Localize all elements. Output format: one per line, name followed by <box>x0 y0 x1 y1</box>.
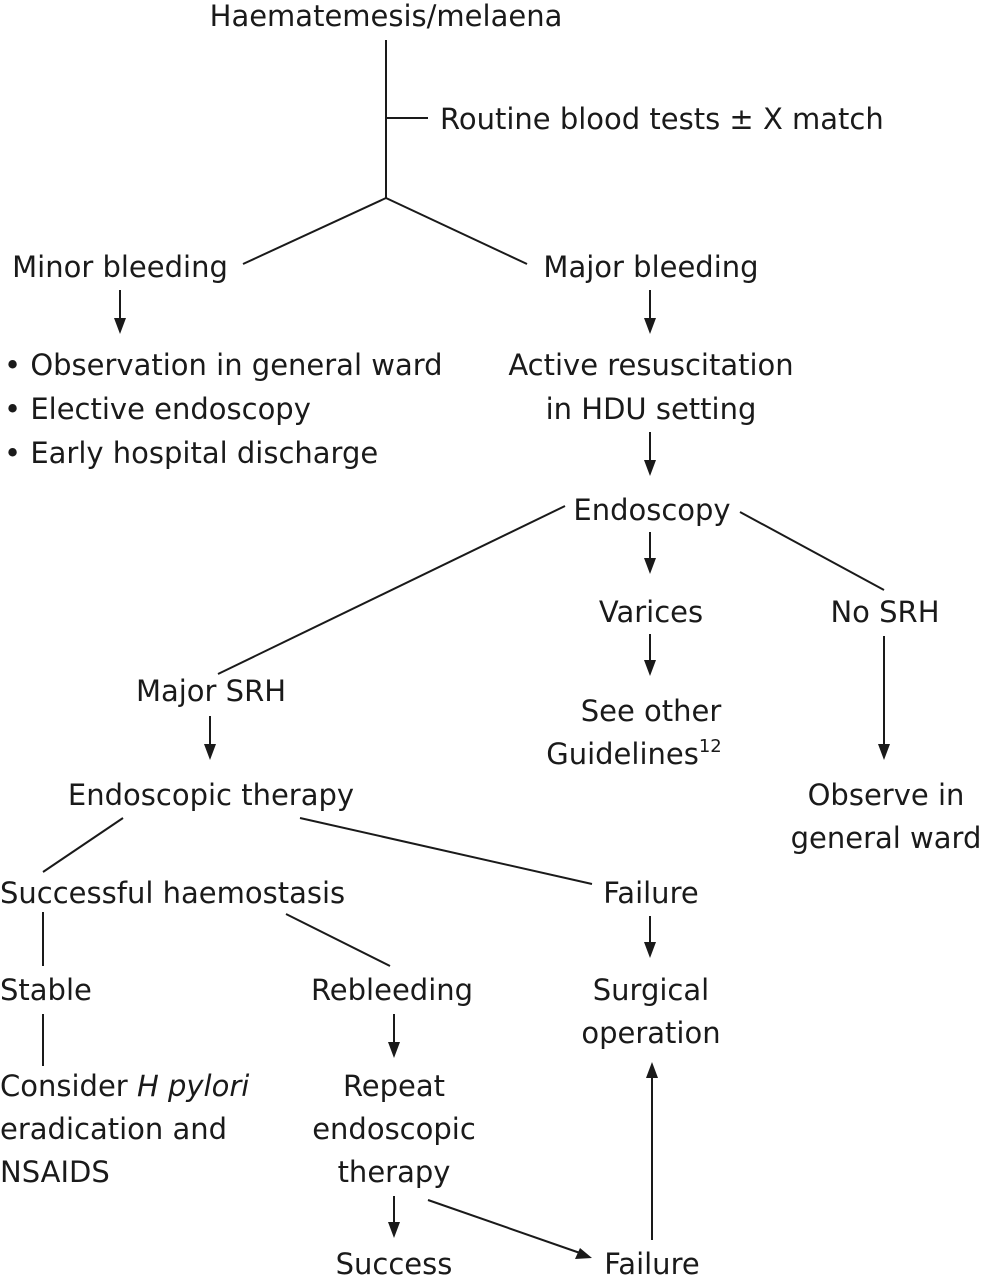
node-see-other-line-1: See other <box>581 694 722 728</box>
node-major-srh: Major SRH <box>136 674 286 708</box>
node-resuscitation-line-2: in HDU setting <box>546 392 757 426</box>
connector-success-to-rebleeding <box>285 913 391 967</box>
node-endoscopic-therapy: Endoscopic therapy <box>68 778 354 812</box>
node-success: Success <box>336 1247 453 1280</box>
node-major-bleeding: Major bleeding <box>543 250 758 284</box>
node-consider-line-1: Consider H pylori <box>0 1069 249 1103</box>
arrow-repeat-to-failure-shaft <box>427 1199 581 1254</box>
node-successful-haemostasis: Successful haemostasis <box>0 876 345 910</box>
node-minor-bleeding: Minor bleeding <box>12 250 228 284</box>
node-failure-top: Failure <box>603 876 698 910</box>
arrow-varices-to-guidelines-head <box>644 660 656 676</box>
connectors <box>42 40 890 1259</box>
node-surgical-line-2: operation <box>581 1016 720 1050</box>
arrow-no-srh-to-observe-head <box>878 744 890 760</box>
connector-to-major <box>385 197 528 265</box>
arrow-failure-to-surgery-up-head <box>646 1062 658 1078</box>
node-blood-tests: Routine blood tests ± X match <box>440 102 884 136</box>
node-repeat-line-2: endoscopic <box>312 1112 476 1146</box>
node-minor-action-3: • Early hospital discharge <box>4 436 378 470</box>
node-endoscopy: Endoscopy <box>573 493 730 527</box>
see-other-guidelines-text: Guidelines <box>546 737 699 771</box>
node-surgical-line-1: Surgical <box>593 973 709 1007</box>
node-no-srh: No SRH <box>830 595 939 629</box>
connector-endoscopy-to-no-srh <box>739 511 885 591</box>
connector-to-minor <box>242 197 387 265</box>
node-resuscitation-line-1: Active resuscitation <box>508 348 793 382</box>
arrow-resus-to-endoscopy-head <box>644 460 656 476</box>
node-stable: Stable <box>0 973 92 1007</box>
connector-endoscopy-to-major-srh <box>217 505 566 675</box>
connector-therapy-to-failure <box>299 817 593 885</box>
arrow-minor-to-actions-head <box>114 318 126 334</box>
node-failure-bottom: Failure <box>604 1247 699 1280</box>
arrow-major-to-resus-head <box>644 318 656 334</box>
arrow-endoscopy-to-varices-head <box>644 558 656 574</box>
node-observe-line-2: general ward <box>791 821 982 855</box>
node-see-other-line-2: Guidelines12 <box>546 736 722 771</box>
see-other-reference: 12 <box>699 736 722 757</box>
connector-therapy-to-success <box>42 817 124 873</box>
arrow-failure-to-surgery-head <box>644 942 656 958</box>
node-consider-line-3: NSAIDS <box>0 1155 110 1189</box>
node-minor-action-1: • Observation in general ward <box>4 348 443 382</box>
consider-h-pylori: H pylori <box>137 1069 249 1103</box>
arrow-repeat-to-failure-head <box>575 1248 592 1259</box>
arrow-repeat-to-success-head <box>388 1222 400 1238</box>
node-varices: Varices <box>599 595 703 629</box>
node-consider-line-2: eradication and <box>0 1112 227 1146</box>
arrow-rebleeding-to-repeat-head <box>388 1042 400 1058</box>
consider-prefix: Consider <box>0 1069 137 1103</box>
node-repeat-line-1: Repeat <box>343 1069 445 1103</box>
node-rebleeding: Rebleeding <box>311 973 473 1007</box>
node-observe-line-1: Observe in <box>808 778 965 812</box>
node-minor-action-2: • Elective endoscopy <box>4 392 311 426</box>
arrow-major-srh-to-therapy-head <box>204 744 216 760</box>
node-repeat-line-3: therapy <box>338 1155 451 1189</box>
node-start: Haematemesis/melaena <box>210 0 563 33</box>
